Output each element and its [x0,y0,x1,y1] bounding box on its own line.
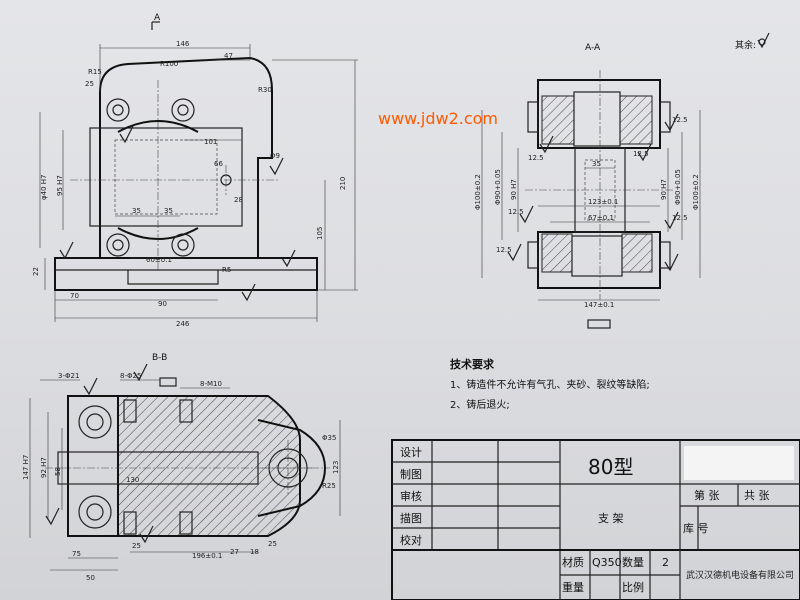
dim-aa-123: 123±0.1 [588,198,618,206]
dim-aa-r3: 12.5 [528,154,544,162]
tb-material-label: 材质 [562,555,584,569]
dim-bb-8m10: 8-M10 [200,380,222,388]
tb-sheet: 第 张 [694,488,720,502]
dim-r5: R5 [222,266,231,274]
tb-sheets: 共 张 [744,489,770,502]
front-view: A [32,13,358,328]
dim-105: 105 [316,227,324,240]
dim-bb-92: 92 H7 [40,457,48,478]
dim-aa-phi90a: Φ90+0.05 [494,169,502,205]
dim-aa-90r: 90 H7 [660,179,668,200]
technical-requirements: 技术要求 1、铸造件不允许有气孔、夹砂、裂纹等缺陷; 2、铸后退火; [450,357,650,411]
tb-qty-label: 数量 [622,556,644,569]
tb-row-review: 审核 [400,489,422,503]
dim-bb-196: 196±0.1 [192,552,222,560]
dim-28: 28 [234,196,243,204]
tb-scale-label: 比例 [622,580,644,594]
dim-101: 101 [204,138,217,146]
dim-phi9: Φ9 [270,152,280,160]
dim-aa-r5: 12.5 [672,214,688,222]
dim-aa-35: 35 [592,160,601,168]
dim-r15: R15 [88,68,102,76]
dim-top-right: 47 [224,52,233,60]
dim-aa-67: 67±0.1 [588,214,614,222]
dim-bb-75: 75 [72,550,81,558]
dim-aa-r2: 12.5 [633,150,649,158]
dim-60: 60±0.1 [146,256,172,264]
dim-246: 246 [176,320,190,328]
dim-bb-58: 58 [54,467,62,476]
dim-95: 95 H7 [56,175,64,196]
tb-row-design: 设计 [400,446,422,459]
tb-row-draw: 制图 [400,468,422,481]
dim-aa-phi100a: Φ100±0.2 [474,174,482,210]
tb-lib: 库 号 [683,522,709,535]
dim-bb-8phi25: 8-Φ25 [120,372,141,380]
requirement-1: 1、铸造件不允许有气孔、夹砂、裂纹等缺陷; [450,378,650,391]
dim-25: 25 [85,80,94,88]
section-b-b: B-B [22,353,341,582]
dim-90: 90 [158,300,167,308]
section-mark-a: A [154,13,161,23]
dim-bb-123: 123 [332,461,340,474]
dim-aa-phi100b: Φ100±0.2 [692,174,700,210]
roughness-note: 其余: [735,39,756,51]
dim-aa-r1: 12.5 [672,116,688,124]
dim-22: 22 [32,267,40,276]
dim-aa-phi90b: Φ90+0.05 [674,169,682,205]
requirements-heading: 技术要求 [450,357,495,371]
section-a-a: A-A [474,43,701,329]
tb-part-name: 支 架 [598,512,624,525]
tb-company: 武汉汉德机电设备有限公司 [686,569,794,581]
dim-bb-25b: 25 [132,542,141,550]
tb-material-value: Q350 [592,556,622,569]
dim-bb-3phi21: 3-Φ21 [58,372,79,380]
dim-aa-147: 147±0.1 [584,301,614,309]
tb-row-check: 校对 [400,533,422,547]
dim-aa-r4: 12.5 [508,208,524,216]
dim-aa-90l: 90 H7 [510,179,518,200]
dim-top-width: 146 [176,40,190,48]
requirement-2: 2、铸后退火; [450,398,510,411]
section-title-bb: B-B [152,353,167,363]
tb-row-trace: 描图 [400,511,422,525]
tb-qty-value: 2 [662,556,669,569]
watermark: www.jdw2.com [378,109,498,128]
dim-bb-phi35: Φ35 [322,434,336,442]
dim-bb-r25: R25 [322,482,336,490]
dim-35b: 35 [164,207,173,215]
dim-66: 66 [214,160,223,168]
dim-bb-25a: 25 [268,540,277,548]
dim-35a: 35 [132,207,141,215]
dim-aa-r6: 12.5 [496,246,512,254]
dim-phi40: φ40 H7 [40,175,48,200]
dim-r100: R100 [160,60,178,68]
dim-bb-130: 130 [126,476,139,484]
dim-bb-147: 147 H7 [22,455,30,480]
dim-210: 210 [339,177,347,190]
dim-r30: R30 [258,86,272,94]
tb-model: 80型 [588,455,633,479]
dim-70: 70 [70,292,79,300]
dim-bb-50: 50 [86,574,95,582]
title-block: 设计 制图 审核 描图 校对 80型 支 架 第 张 共 张 库 号 材质 Q3… [391,439,800,600]
section-title-aa: A-A [585,43,601,53]
dim-bb-18: 18 [250,548,259,556]
dim-bb-27: 27 [230,548,239,556]
tb-weight-label: 重量 [562,580,584,594]
